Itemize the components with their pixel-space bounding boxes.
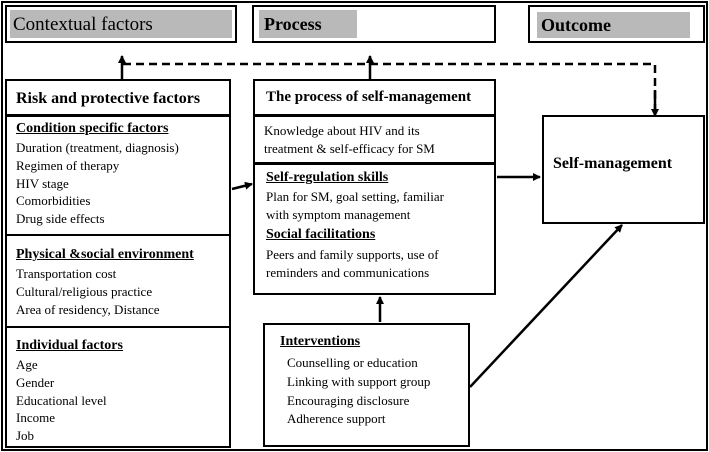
social-line: Peers and family supports, use of: [266, 247, 439, 262]
individual-item: Job: [16, 428, 35, 443]
process-title: The process of self-management: [266, 89, 472, 105]
interventions-box: [263, 323, 470, 447]
arrow-risk-to-process: [231, 181, 253, 191]
self-regulation-line: Plan for SM, goal setting, familiar: [266, 189, 445, 204]
individual-factors-heading: Individual factors: [16, 338, 123, 353]
environment-heading: Physical &social environment: [16, 247, 194, 262]
condition-item: Comorbidities: [16, 193, 91, 208]
header-contextual-fill: [10, 10, 232, 38]
skills-box: [253, 163, 496, 295]
individual-item: Gender: [16, 375, 55, 390]
individual-item: Age: [16, 357, 38, 372]
header-process-label: Process: [264, 14, 322, 34]
risk-divider-1: [5, 234, 231, 236]
risk-factors-box: [5, 115, 231, 448]
condition-item: Regimen of therapy: [16, 158, 120, 173]
intervention-item: Encouraging disclosure: [287, 393, 410, 408]
self-regulation-line: with symptom management: [266, 207, 411, 222]
social-facilitations-heading: Social facilitations: [266, 227, 376, 242]
risk-title: Risk and protective factors: [16, 90, 201, 107]
environment-item: Area of residency, Distance: [16, 302, 160, 317]
self-management-box: [542, 115, 705, 224]
knowledge-line: treatment & self-efficacy for SM: [264, 141, 435, 156]
intervention-item: Adherence support: [287, 411, 386, 426]
intervention-item: Linking with support group: [287, 374, 431, 389]
condition-item: Drug side effects: [16, 211, 105, 226]
arrow-interventions-to-outcome: [469, 224, 623, 388]
self-regulation-heading: Self-regulation skills: [266, 170, 389, 185]
header-outcome-label: Outcome: [541, 15, 611, 35]
header-contextual-label: Contextual factors: [13, 14, 153, 35]
environment-item: Transportation cost: [16, 266, 117, 281]
environment-item: Cultural/religious practice: [16, 284, 153, 299]
knowledge-line: Knowledge about HIV and its: [264, 123, 420, 138]
interventions-heading: Interventions: [280, 334, 361, 349]
header-process-fill: [259, 10, 357, 38]
self-management-label: Self-management: [553, 155, 673, 172]
social-line: reminders and communications: [266, 265, 430, 280]
knowledge-box: [253, 115, 496, 164]
condition-factors-heading: Condition specific factors: [16, 121, 169, 136]
intervention-item: Counselling or education: [287, 355, 418, 370]
risk-divider-2: [5, 326, 231, 328]
condition-item: HIV stage: [16, 176, 69, 191]
header-outcome-fill: [537, 12, 690, 38]
individual-item: Income: [16, 410, 55, 425]
individual-item: Educational level: [16, 393, 107, 408]
feedback-dashed-line: [122, 62, 657, 112]
condition-item: Duration (treatment, diagnosis): [16, 140, 179, 155]
